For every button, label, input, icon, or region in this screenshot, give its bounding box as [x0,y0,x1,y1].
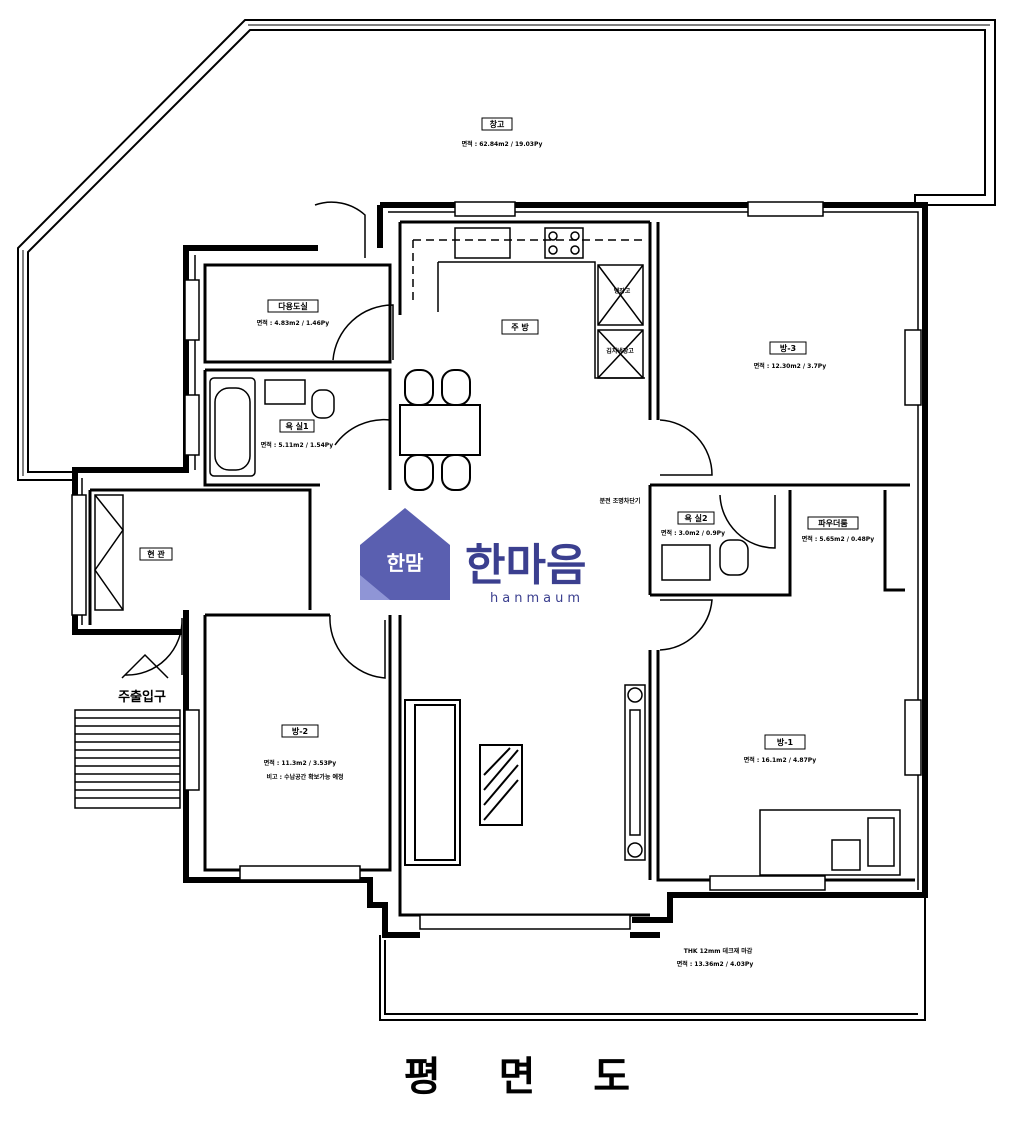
bath2-name: 욕 실2 [684,513,707,523]
door-swings [124,201,776,679]
watermark-logo: 한맘 한마음 hanmaum [360,508,586,606]
room-labels: 창고 면적 : 62.84m2 / 19.03Py 다용도실 면적 : 4.83… [139,117,875,968]
dining-table [399,369,481,491]
storage-area: 면적 : 62.84m2 / 19.03Py [462,140,543,148]
bath1-area: 면적 : 5.11m2 / 1.54Py [261,441,334,449]
storage-name: 창고 [490,119,505,129]
tv-unit [624,684,646,861]
balcony-line1: THK 12mm 데크재 마감 [684,947,753,955]
room2-name: 방-2 [292,726,308,736]
dress-name: 파우더룸 [818,518,848,528]
exterior-walls [72,202,928,938]
kitchen-fixtures [412,227,645,379]
room2-note: 비고 : 수납공간 확보가능 예정 [267,773,344,781]
room1-name: 방-1 [777,737,794,747]
kimchi-name: 김치냉장고 [606,347,634,355]
switch-name: 분전 조명차단기 [600,497,641,505]
room1-area: 면적 : 16.1m2 / 4.87Py [744,756,817,764]
room2-area: 면적 : 11.3m2 / 3.53Py [264,759,337,767]
multi-name: 다용도실 [278,301,307,311]
entrance-label: 주출입구 [118,689,166,705]
bath1-name: 욕 실1 [285,421,309,431]
room3-name: 방-3 [780,343,796,353]
windows [71,201,922,930]
page-title: 평 면 도 [404,1054,652,1100]
watermark-sub: hanmaum [490,591,584,606]
bath2-area: 면적 : 3.0m2 / 0.9Py [661,529,725,537]
logo-mark-text: 한맘 [387,551,424,575]
storage-outline [17,19,996,481]
balcony [379,895,926,1021]
room3-area: 면적 : 12.30m2 / 3.7Py [754,362,827,370]
multi-area: 면적 : 4.83m2 / 1.46Py [257,319,330,327]
room1-closet [831,817,895,871]
watermark-main: 한마음 [465,540,586,591]
bath1-fixtures [209,377,335,477]
shoes-name: 현 관 [147,549,165,559]
dress-area: 면적 : 5.65m2 / 0.48Py [802,535,875,543]
bath2-fixtures [661,539,749,581]
balcony-line2: 면적 : 13.36m2 / 4.03Py [677,960,754,968]
kitchen-name: 주 방 [511,322,529,332]
fridge-name: 냉장고 [614,287,631,295]
entrance-stairs [74,653,181,809]
shoe-cabinet [94,494,124,611]
living-sofa [404,699,523,866]
